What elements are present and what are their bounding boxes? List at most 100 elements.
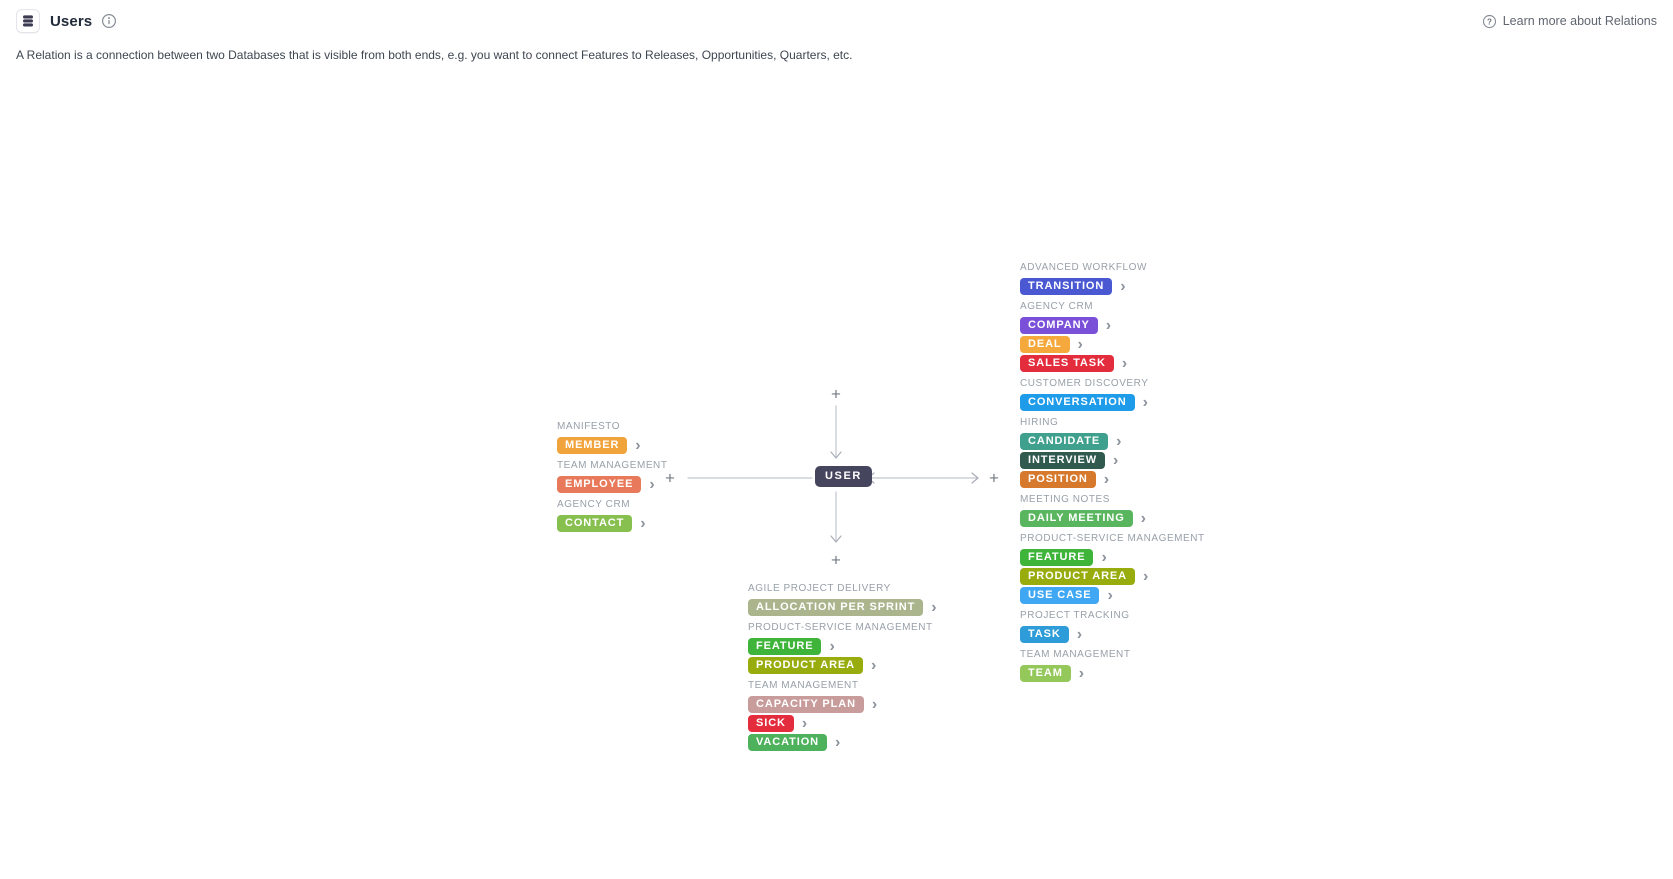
database-row: DEAL ›	[1020, 336, 1205, 353]
database-row: TRANSITION ›	[1020, 278, 1205, 295]
add-relation-right-button[interactable]: +	[989, 468, 999, 488]
badge-interview[interactable]: INTERVIEW	[1020, 452, 1106, 469]
chevron-right-icon[interactable]: ›	[801, 714, 808, 732]
arrow-down-icon	[830, 535, 842, 543]
chevron-right-icon[interactable]: ›	[1140, 509, 1146, 527]
chevron-right-icon[interactable]: ›	[1142, 393, 1148, 411]
chevron-right-icon[interactable]: ›	[1078, 664, 1085, 682]
category-label: ADVANCED WORKFLOW	[1020, 262, 1147, 273]
database-row: CAPACITY PLAN ›	[748, 696, 937, 713]
info-icon[interactable]	[101, 13, 117, 29]
chevron-right-icon[interactable]: ›	[1143, 567, 1149, 585]
badge-contact[interactable]: CONTACT	[557, 515, 633, 532]
category-label: TEAM MANAGEMENT	[557, 460, 668, 471]
chevron-right-icon[interactable]: ›	[1121, 354, 1128, 372]
category-label: MEETING NOTES	[1020, 494, 1110, 505]
chevron-right-icon[interactable]: ›	[1113, 451, 1119, 469]
database-row: FEATURE ›	[748, 638, 937, 655]
database-row: CONVERSATION ›	[1020, 394, 1205, 411]
badge-feature[interactable]: FEATURE	[1020, 549, 1094, 566]
badge-transition[interactable]: TRANSITION	[1020, 278, 1113, 295]
badge-feature[interactable]: FEATURE	[748, 638, 822, 655]
relation-group-bottom: AGILE PROJECT DELIVERY ALLOCATION PER SPR…	[748, 584, 937, 753]
category-label: AGILE PROJECT DELIVERY	[748, 583, 891, 594]
chevron-right-icon[interactable]: ›	[649, 475, 655, 493]
badge-capacity-plan[interactable]: CAPACITY PLAN	[748, 696, 864, 713]
relation-description: A Relation is a connection between two D…	[16, 48, 853, 62]
database-row: FEATURE ›	[1020, 549, 1205, 566]
chevron-right-icon[interactable]: ›	[871, 695, 878, 713]
chevron-right-icon[interactable]: ›	[931, 598, 937, 616]
badge-allocation-per-sprint[interactable]: ALLOCATION PER SPRINT	[748, 599, 924, 616]
chevron-right-icon[interactable]: ›	[1103, 470, 1110, 488]
database-row: POSITION ›	[1020, 471, 1205, 488]
chevron-right-icon[interactable]: ›	[1116, 432, 1122, 450]
chevron-right-icon[interactable]: ›	[1105, 316, 1112, 334]
database-row: SICK ›	[748, 715, 937, 732]
arrow-down-icon	[830, 451, 842, 459]
badge-position[interactable]: POSITION	[1020, 471, 1096, 488]
chevron-right-icon[interactable]: ›	[1107, 586, 1113, 604]
database-row: TASK ›	[1020, 626, 1205, 643]
category-label: AGENCY CRM	[1020, 301, 1094, 312]
badge-conversation[interactable]: CONVERSATION	[1020, 394, 1135, 411]
database-row: ALLOCATION PER SPRINT ›	[748, 599, 937, 616]
database-icon	[21, 14, 35, 28]
chevron-right-icon[interactable]: ›	[1077, 335, 1083, 353]
category-label: HIRING	[1020, 417, 1059, 428]
database-row: MEMBER ›	[557, 437, 667, 454]
add-relation-top-button[interactable]: +	[831, 384, 841, 404]
badge-candidate[interactable]: CANDIDATE	[1020, 433, 1109, 450]
chevron-right-icon[interactable]: ›	[829, 637, 835, 655]
badge-member[interactable]: MEMBER	[557, 437, 628, 454]
chevron-right-icon[interactable]: ›	[871, 656, 877, 674]
badge-vacation[interactable]: VACATION	[748, 734, 828, 751]
database-row: COMPANY ›	[1020, 317, 1205, 334]
badge-product-area[interactable]: PRODUCT AREA	[748, 657, 864, 674]
user-node[interactable]: USER	[815, 466, 872, 487]
chevron-right-icon[interactable]: ›	[1120, 277, 1126, 295]
database-row: INTERVIEW ›	[1020, 452, 1205, 469]
database-row: PRODUCT AREA ›	[1020, 568, 1205, 585]
add-relation-bottom-button[interactable]: +	[831, 550, 841, 570]
learn-more-label: Learn more about Relations	[1502, 14, 1657, 28]
badge-daily-meeting[interactable]: DAILY MEETING	[1020, 510, 1133, 527]
category-label: AGENCY CRM	[557, 499, 631, 510]
chevron-right-icon[interactable]: ›	[640, 514, 646, 532]
badge-team[interactable]: TEAM	[1020, 665, 1071, 682]
database-row: CANDIDATE ›	[1020, 433, 1205, 450]
database-icon-button[interactable]	[16, 9, 40, 33]
badge-employee[interactable]: EMPLOYEE	[557, 476, 642, 493]
arrow-right-icon	[971, 472, 979, 484]
chevron-right-icon[interactable]: ›	[635, 436, 641, 454]
database-row: EMPLOYEE ›	[557, 476, 667, 493]
database-row: SALES TASK ›	[1020, 355, 1205, 372]
database-row: TEAM ›	[1020, 665, 1205, 682]
page-title: Users	[50, 12, 93, 30]
badge-task[interactable]: TASK	[1020, 626, 1069, 643]
badge-sick[interactable]: SICK	[748, 715, 794, 732]
category-label: PRODUCT-SERVICE MANAGEMENT	[748, 622, 933, 633]
category-label: PRODUCT-SERVICE MANAGEMENT	[1020, 533, 1205, 544]
learn-more-link[interactable]: ? Learn more about Relations	[1482, 14, 1657, 29]
badge-deal[interactable]: DEAL	[1020, 336, 1070, 353]
badge-use-case[interactable]: USE CASE	[1020, 587, 1100, 604]
badge-product-area[interactable]: PRODUCT AREA	[1020, 568, 1136, 585]
database-row: DAILY MEETING ›	[1020, 510, 1205, 527]
chevron-right-icon[interactable]: ›	[835, 733, 841, 751]
add-relation-left-button[interactable]: +	[665, 468, 675, 488]
relation-group-left: MANIFESTO MEMBER › TEAM MANAGEMENT EMPLOYEE ›…	[557, 422, 667, 534]
badge-sales-task[interactable]: SALES TASK	[1020, 355, 1114, 372]
svg-text:?: ?	[1487, 17, 1492, 26]
badge-company[interactable]: COMPANY	[1020, 317, 1098, 334]
category-label: CUSTOMER DISCOVERY	[1020, 378, 1149, 389]
category-label: TEAM MANAGEMENT	[748, 680, 859, 691]
page-header: Users ? Learn more about Relations	[0, 0, 1673, 42]
category-label: TEAM MANAGEMENT	[1020, 649, 1131, 660]
chevron-right-icon[interactable]: ›	[1076, 625, 1083, 643]
database-row: USE CASE ›	[1020, 587, 1205, 604]
category-label: MANIFESTO	[557, 421, 621, 432]
help-circle-icon: ?	[1482, 14, 1497, 29]
chevron-right-icon[interactable]: ›	[1101, 548, 1107, 566]
relation-group-right: ADVANCED WORKFLOW TRANSITION › AGENCY CRM CO…	[1020, 263, 1205, 684]
